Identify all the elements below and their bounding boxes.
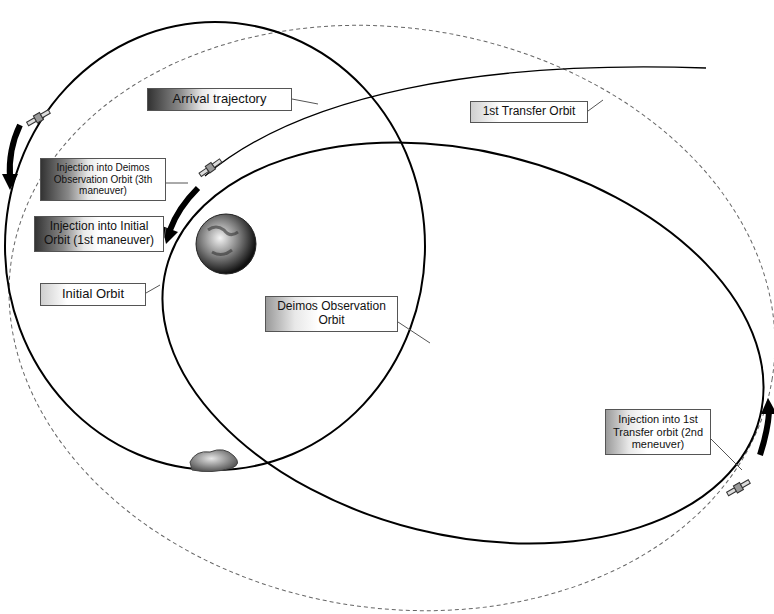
leader-line [146, 99, 742, 470]
mars-planet [196, 214, 256, 274]
maneuver-arrow [760, 412, 769, 455]
callout-box: Injection into Deimos Observation Orbit … [40, 158, 166, 201]
callout-box: Deimos Observation Orbit [265, 296, 398, 332]
maneuver-arrow [170, 188, 198, 230]
deimos-moon [190, 450, 238, 472]
callout-text: Initial Orbit [62, 287, 124, 302]
callout-text: Injection into Initial Orbit (1st maneuv… [41, 220, 157, 248]
arrival-trajectory [205, 67, 706, 176]
callout-box: Injection into Initial Orbit (1st maneuv… [34, 216, 164, 252]
callout-text: Injection into 1st Transfer orbit (2nd m… [612, 413, 704, 451]
callout-box: Injection into 1st Transfer orbit (2nd m… [605, 409, 711, 455]
spacecraft-icon [26, 108, 752, 497]
callout-text: Arrival trajectory [173, 92, 267, 107]
maneuver-arrow [10, 125, 20, 178]
callout-box: 1st Transfer Orbit [470, 101, 588, 123]
callout-box: Initial Orbit [40, 283, 146, 306]
callout-text: Deimos Observation Orbit [272, 300, 391, 328]
callout-text: 1st Transfer Orbit [483, 105, 576, 119]
initial-orbit [5, 22, 425, 470]
callout-text: Injection into Deimos Observation Orbit … [47, 162, 159, 197]
deimos-observation-orbit [120, 83, 774, 604]
callout-box: Arrival trajectory [147, 88, 292, 111]
